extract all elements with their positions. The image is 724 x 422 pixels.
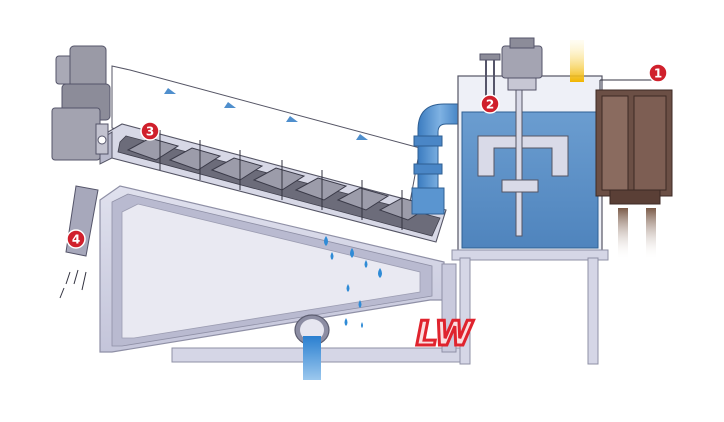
flocculation-tank	[451, 75, 609, 365]
drive-motor	[51, 45, 111, 161]
level-sensor	[479, 53, 501, 96]
logo-watermark: LW LW	[415, 313, 476, 356]
polymer-inlet	[570, 40, 584, 82]
marker-2: 2	[480, 94, 500, 114]
svg-text:3: 3	[146, 125, 154, 139]
agitator-motor	[501, 37, 543, 91]
marker-4: 4	[66, 229, 86, 249]
logo-text: LW	[416, 314, 474, 354]
filtrate-outlet	[294, 314, 330, 380]
filtrate-droplets	[324, 236, 382, 328]
filtrate-basin	[99, 185, 463, 363]
spray-cover	[111, 65, 421, 203]
svg-text:4: 4	[72, 233, 80, 247]
screw-press	[99, 123, 447, 243]
marker-3: 3	[140, 121, 160, 141]
feed-pipe	[411, 103, 463, 215]
control-unit	[595, 79, 673, 260]
markers-layer: 1 2 3 4	[66, 63, 668, 249]
logo-text-fill: LW	[416, 314, 474, 354]
svg-text:1: 1	[654, 67, 662, 81]
marker-1: 1	[648, 63, 668, 83]
svg-text:2: 2	[486, 98, 494, 112]
